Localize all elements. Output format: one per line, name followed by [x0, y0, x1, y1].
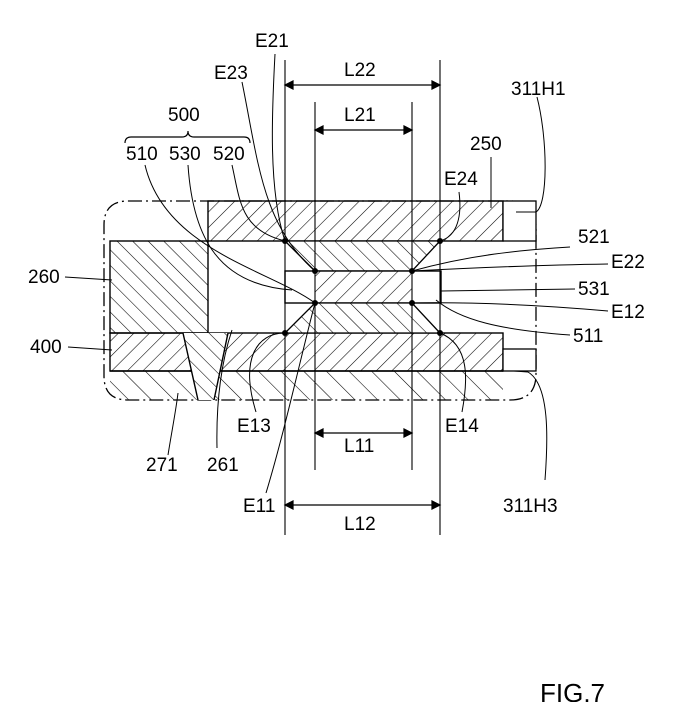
- label-261: 261: [207, 455, 239, 476]
- label-e13: E13: [237, 416, 271, 437]
- label-e21: E21: [255, 31, 289, 52]
- label-e14: E14: [445, 416, 479, 437]
- layer-250: [208, 201, 503, 241]
- block-260: [110, 241, 208, 333]
- label-271: 271: [146, 455, 178, 476]
- label-250: 250: [470, 134, 502, 155]
- label-l21: L21: [344, 105, 376, 126]
- label-260: 260: [28, 267, 60, 288]
- label-311h1: 311H1: [511, 79, 566, 100]
- label-l12: L12: [344, 514, 376, 535]
- label-e11: E11: [243, 496, 275, 517]
- label-500: 500: [168, 105, 200, 126]
- label-e24: E24: [444, 169, 478, 190]
- label-511: 511: [573, 326, 603, 347]
- layer-400-end: [503, 349, 536, 371]
- layer-271: [110, 371, 503, 400]
- label-e12: E12: [611, 302, 645, 323]
- figure-caption: FIG.7: [540, 678, 605, 702]
- brace-500: [125, 131, 250, 143]
- label-e23: E23: [214, 63, 248, 84]
- stack-500: [285, 241, 441, 333]
- layer-250-end: [503, 201, 536, 241]
- label-e22: E22: [611, 252, 645, 273]
- label-531: 531: [578, 279, 610, 300]
- label-311h3: 311H3: [503, 496, 558, 517]
- label-510: 510: [126, 144, 158, 165]
- label-520: 520: [213, 144, 245, 165]
- label-400: 400: [30, 337, 62, 358]
- label-l22: L22: [344, 60, 376, 81]
- label-521: 521: [578, 227, 610, 248]
- label-l11: L11: [344, 436, 374, 457]
- layer-400: [110, 333, 503, 371]
- label-530: 530: [169, 144, 201, 165]
